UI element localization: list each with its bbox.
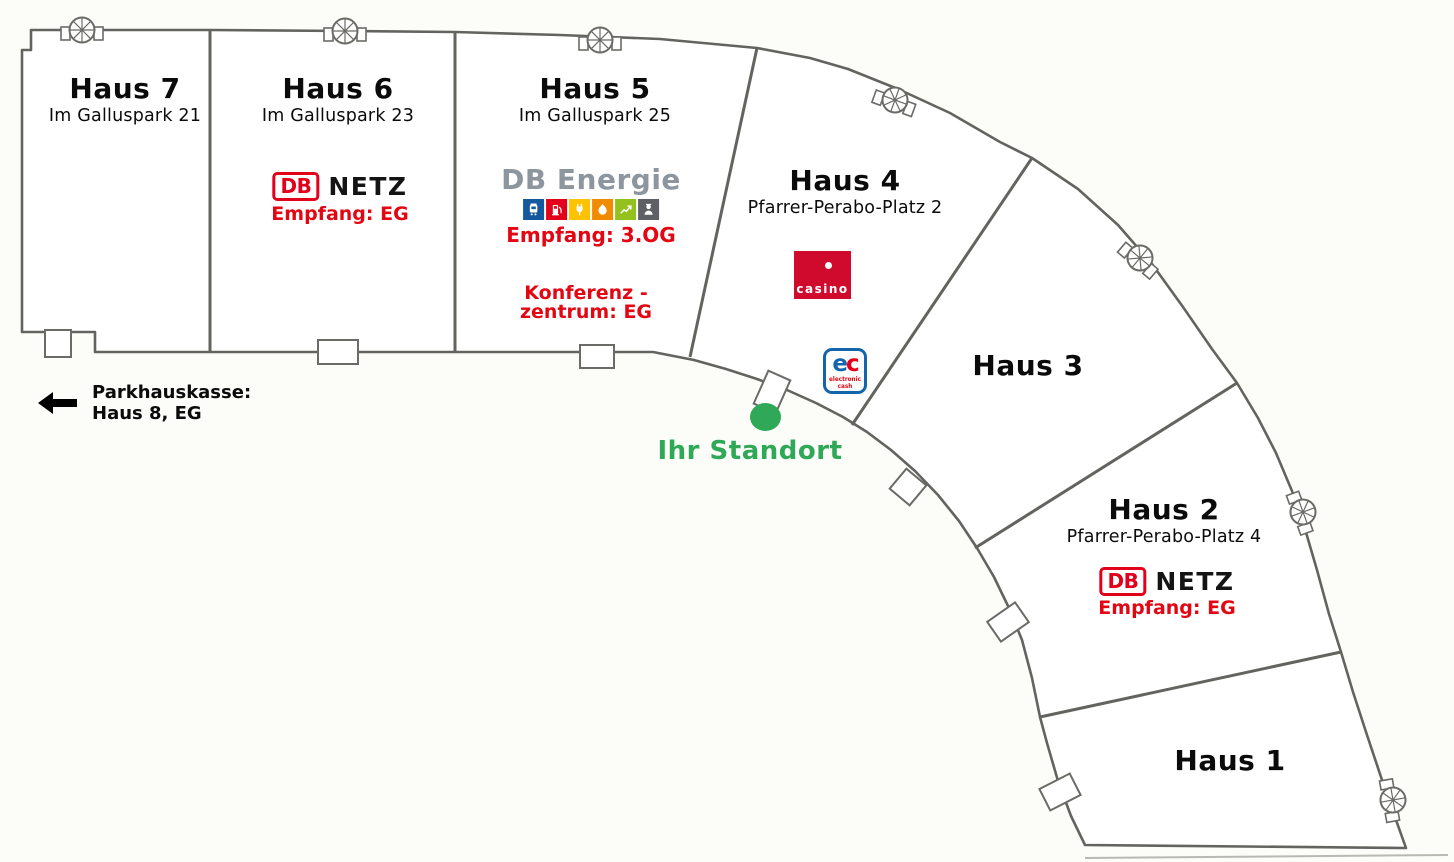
plug-icon	[568, 199, 590, 220]
haus3-title: Haus 3	[972, 349, 1084, 382]
conference-center-note: Konferenz - zentrum: EG	[520, 284, 652, 322]
building-haus4-label: Haus 4 Pfarrer-Perabo-Platz 2	[747, 164, 943, 219]
flame-icon	[591, 199, 613, 220]
fuel-pump-icon	[545, 199, 567, 220]
growth-chart-icon	[614, 199, 636, 220]
haus6-title: Haus 6	[282, 72, 394, 105]
casino-wordmark: casino	[796, 282, 849, 296]
ec-caption: electronic cash	[829, 376, 861, 390]
your-location-dot	[750, 403, 781, 431]
haus4-address: Pfarrer-Perabo-Platz 2	[747, 198, 943, 219]
db-netz-logo: DB NETZ	[1099, 567, 1234, 596]
building-haus3-label: Haus 3	[972, 349, 1084, 382]
haus1-title: Haus 1	[1174, 744, 1286, 777]
haus5-tenant: DB Energie Empfang: 3.OG	[501, 163, 681, 247]
casino-logo: casino	[794, 251, 851, 299]
haus5-address: Im Galluspark 25	[518, 106, 672, 127]
building-haus7-label: Haus 7 Im Galluspark 21	[48, 72, 202, 127]
service-worker-icon	[637, 199, 659, 220]
conference-note-line2: zentrum: EG	[519, 301, 653, 323]
db-netz-wordmark: NETZ	[1155, 567, 1235, 596]
parkhaus-text: Parkhauskasse: Haus 8, EG	[92, 382, 251, 424]
parkhaus-line1: Parkhauskasse:	[92, 382, 252, 403]
haus6-address: Im Galluspark 23	[261, 106, 415, 127]
casino-dot-icon	[825, 262, 832, 269]
haus2-title: Haus 2	[1108, 493, 1220, 526]
your-location-label: Ihr Standort	[657, 436, 843, 466]
haus6-reception-note: Empfang: EG	[271, 203, 409, 225]
ec-letters: ec	[832, 351, 859, 377]
conference-note-line1: Konferenz -	[524, 282, 648, 304]
building-haus2-label: Haus 2 Pfarrer-Perabo-Platz 4	[1066, 493, 1262, 548]
db-logo-icon: DB	[272, 172, 320, 201]
haus2-tenant: DB NETZ Empfang: EG	[1098, 567, 1236, 619]
db-energie-wordmark: DB Energie	[501, 163, 681, 196]
building-haus1-label: Haus 1	[1174, 744, 1286, 777]
parkhaus-line2: Haus 8, EG	[92, 403, 202, 424]
haus4-title: Haus 4	[789, 164, 901, 197]
parkhaus-note: Parkhauskasse: Haus 8, EG	[38, 382, 251, 424]
arrow-left-icon	[38, 392, 77, 414]
ec-electronic-cash-logo: ec electronic cash	[823, 348, 867, 394]
building-haus6-label: Haus 6 Im Galluspark 23	[261, 72, 415, 127]
haus7-address: Im Galluspark 21	[48, 106, 202, 127]
haus5-reception-note: Empfang: 3.OG	[506, 223, 676, 247]
haus6-tenant: DB NETZ Empfang: EG	[271, 172, 409, 225]
building-footprint	[20, 28, 1408, 850]
entrance-porches	[44, 329, 1082, 812]
partition-walls	[208, 30, 1342, 719]
db-energie-pictograms	[522, 199, 659, 220]
haus2-reception-note: Empfang: EG	[1098, 597, 1236, 619]
haus5-title: Haus 5	[539, 72, 651, 105]
building-haus5-label: Haus 5 Im Galluspark 25	[518, 72, 672, 127]
haus2-address: Pfarrer-Perabo-Platz 4	[1066, 527, 1262, 548]
train-icon	[522, 199, 544, 220]
db-netz-wordmark: NETZ	[328, 172, 408, 201]
scan-edge-line	[1084, 854, 1449, 859]
db-logo-icon: DB	[1099, 567, 1147, 596]
db-netz-logo: DB NETZ	[272, 172, 407, 201]
haus7-title: Haus 7	[69, 72, 181, 105]
